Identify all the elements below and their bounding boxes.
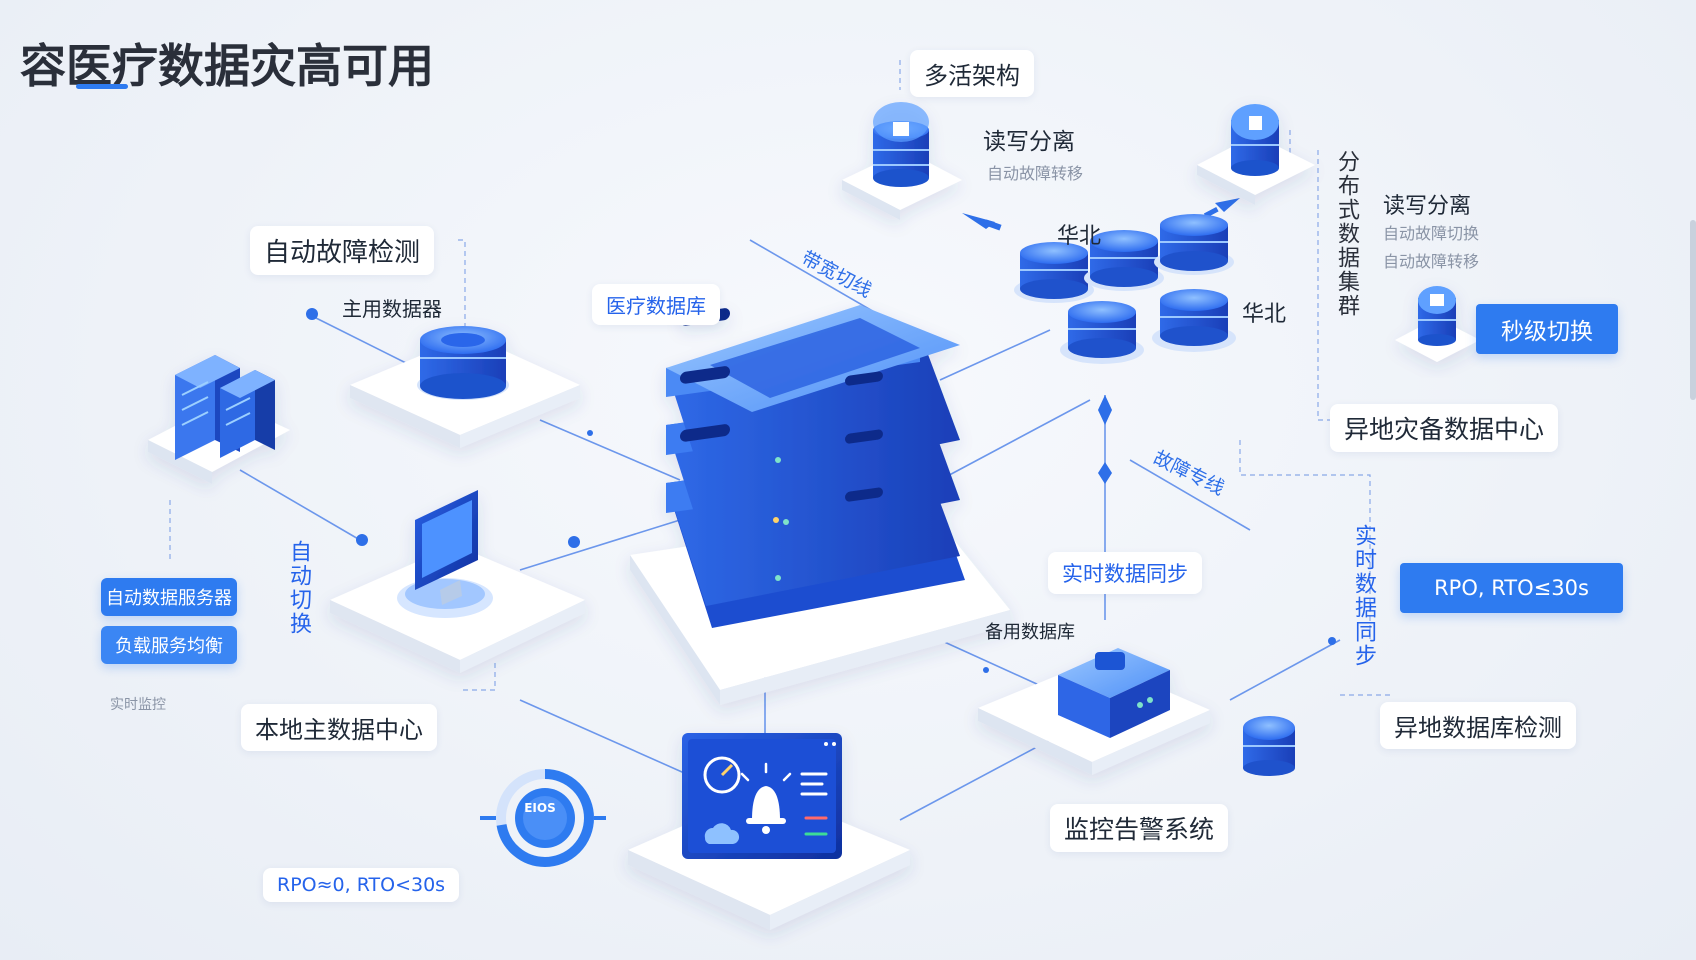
remote-detect-db	[1243, 716, 1295, 776]
realtime-sync-vertical-label: 实时数据同步	[1351, 524, 1376, 668]
auto-server-button[interactable]: 自动数据服务器	[101, 578, 237, 616]
huabei-label-1: 华北	[1057, 224, 1102, 249]
primary-db-label: 主用数据器	[342, 297, 442, 321]
remote-db-detect-label: 异地数据库检测	[1380, 702, 1576, 749]
server-rack-icon	[148, 355, 290, 484]
distributed-cluster-label: 分布式数据集群	[1334, 150, 1359, 318]
flow-arrows	[962, 198, 1240, 231]
load-balance-button[interactable]: 负载服务均衡	[101, 626, 237, 664]
right-db-node[interactable]	[1395, 286, 1480, 362]
dashed-lines	[169, 60, 1390, 696]
gauge-text: EIOS	[524, 801, 556, 815]
realtime-sync-label: 实时数据同步	[1048, 552, 1202, 594]
multi-active-label: 多活架构	[910, 50, 1034, 97]
cluster-db-5	[1152, 289, 1236, 352]
auto-failover-move-label: 自动故障转移	[1383, 252, 1480, 271]
monitor-alert-label: 监控告警系统	[1050, 804, 1229, 852]
auto-detect-label: 自动故障检测	[250, 226, 435, 275]
connection-dots	[306, 308, 1336, 673]
remote-dc-label: 异地灾备数据中心	[1330, 404, 1559, 452]
second-switch-button[interactable]: 秒级切换	[1476, 304, 1618, 354]
cloud-icon	[704, 823, 740, 844]
local-dc-label: 本地主数据中心	[241, 704, 437, 751]
alarm-bell-icon	[740, 762, 792, 834]
realtime-monitor-label: 实时监控	[110, 697, 166, 713]
rw-split-top-label: 读写分离	[983, 129, 1075, 155]
cluster-db-1	[1014, 242, 1094, 303]
fault-line-label: 故障专线	[1150, 447, 1228, 500]
monitor-alert-node[interactable]	[628, 733, 910, 930]
rw-split-right-label: 读写分离	[1383, 194, 1472, 219]
medical-db-label: 医疗数据库	[592, 284, 720, 325]
top-right-db-node[interactable]	[1197, 104, 1315, 205]
standby-db-node[interactable]	[978, 648, 1210, 775]
rpo-rto-badge[interactable]: RPO, RTO≤30s	[1400, 563, 1623, 613]
primary-db-node[interactable]	[350, 326, 580, 448]
gauge-icon	[703, 756, 741, 794]
top-db-node[interactable]	[842, 102, 962, 220]
auto-failover-top-label: 自动故障转移	[987, 164, 1084, 183]
db-cluster[interactable]	[1014, 214, 1236, 364]
huabei-label-2: 华北	[1242, 302, 1287, 327]
cluster-db-2	[1084, 230, 1164, 291]
ring-gauge	[480, 769, 606, 867]
rpo-bottom-label: RPO≈0, RTO<30s	[263, 868, 460, 902]
cluster-db-4	[1060, 301, 1144, 364]
monitor-node[interactable]	[330, 490, 585, 673]
sync-diamonds	[1098, 395, 1112, 484]
auto-failover-switch-label: 自动故障切换	[1383, 224, 1480, 243]
title-underline	[76, 84, 128, 89]
cluster-db-3	[1154, 214, 1234, 275]
scrollbar[interactable]	[1690, 220, 1696, 400]
standby-db-label: 备用数据库	[985, 622, 1075, 643]
central-server-stack[interactable]	[630, 305, 1010, 705]
auto-switch-vertical-label: 自动切换	[286, 540, 311, 636]
